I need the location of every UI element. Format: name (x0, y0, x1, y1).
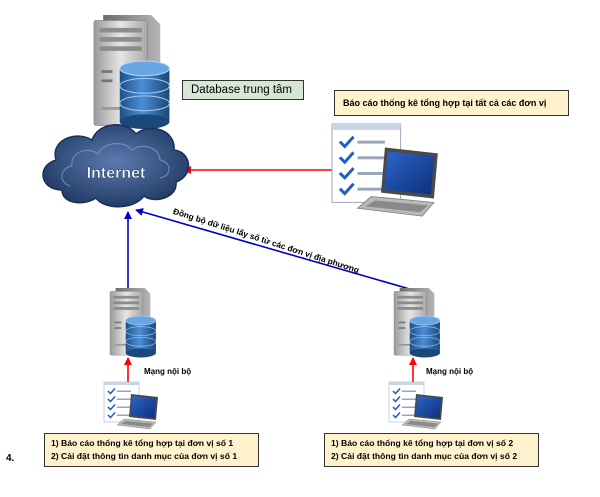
unit1-note-line-1: 1) Báo cáo thống kê tổng hợp tại đơn vị … (51, 438, 234, 448)
internet-cloud-icon: Internet (42, 124, 190, 208)
unit2-to-internet-arrow (135, 208, 414, 291)
unit2-lan-label: Mạng nội bộ (426, 367, 474, 376)
unit2-server-database-icon (393, 287, 441, 358)
unit1-note-line-2: 2) Cài đặt thông tin danh mục của đơn vị… (51, 451, 238, 461)
unit1-server-database-icon (109, 287, 157, 358)
unit2-note-line-1: 1) Báo cáo thống kê tổng hợp tại đơn vị … (331, 438, 514, 448)
unit2-note-line-2: 2) Cài đặt thông tin danh mục của đơn vị… (331, 451, 518, 461)
unit1-laptop-checklist-icon (103, 381, 159, 430)
unit2-note: 1) Báo cáo thống kê tổng hợp tại đơn vị … (324, 433, 539, 467)
central-database-label: Database trung tâm (182, 80, 304, 100)
unit1-lan-label: Mạng nội bộ (144, 367, 192, 376)
central-server-database-icon (93, 14, 170, 130)
central-report-label: Báo cáo thống kê tổng hợp tại tất cả các… (334, 90, 569, 116)
central-report-laptop-checklist-icon (330, 122, 440, 218)
unit1-note: 1) Báo cáo thống kê tổng hợp tại đơn vị … (44, 433, 259, 467)
unit2-laptop-checklist-icon (388, 381, 444, 430)
internet-label: Internet (87, 165, 146, 182)
step-number: 4. (6, 453, 15, 464)
